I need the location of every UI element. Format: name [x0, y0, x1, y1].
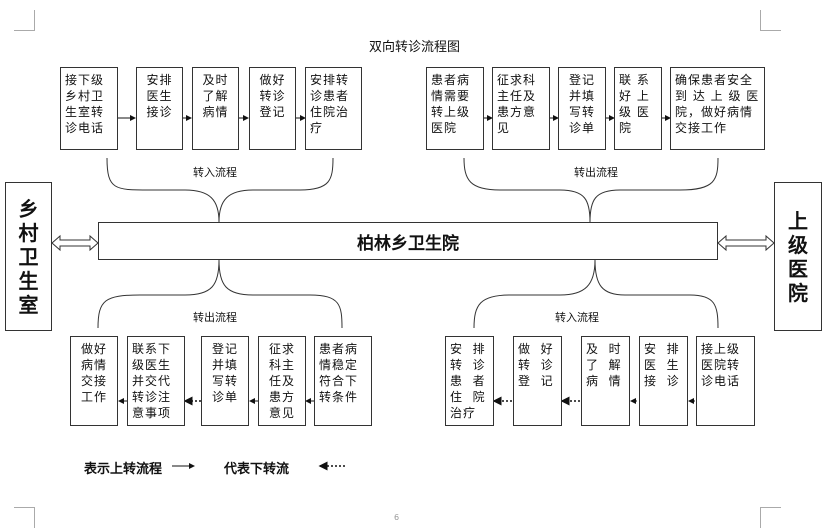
step-box: 征求科 主任及 患方意 见: [492, 67, 550, 150]
double-arrow-right: [717, 234, 775, 252]
village-clinic-box: 乡村卫生室: [5, 182, 52, 331]
flow-label-bottom-left: 转出流程: [193, 311, 237, 324]
page-corner-bottom-left: [14, 507, 35, 528]
legend-downward-label: 代表下转流: [224, 462, 290, 477]
flow-label-bottom-right: 转入流程: [555, 311, 599, 324]
flow-label-top-right: 转出流程: [574, 166, 618, 179]
step-box: 安 排 医 生 接 诊: [639, 336, 688, 426]
step-box: 确保患者安全 到 达 上 级 医 院，做好病情 交接工作: [670, 67, 765, 150]
step-box: 接下级 乡村卫 生室转 诊电话: [60, 67, 118, 150]
step-box: 患者病 情稳定 符合下 转条件: [314, 336, 372, 426]
center-hospital-box: 柏林乡卫生院: [98, 222, 718, 260]
step-box: 安排转 诊患者 住院治 疗: [305, 67, 362, 150]
brace-top-left: [106, 157, 334, 223]
step-box: 联 系 好 上 级 医 院: [614, 67, 662, 150]
step-box: 登记 并填 写转 诊单: [558, 67, 606, 150]
step-box: 安排 医生 接诊: [136, 67, 183, 150]
brace-top-right: [463, 157, 719, 223]
step-box: 接上级 医院转 诊电话: [696, 336, 755, 426]
center-hospital-label: 柏林乡卫生院: [357, 233, 459, 254]
step-box: 做好 病情 交接 工作: [70, 336, 118, 426]
brace-bottom-left: [97, 259, 343, 329]
page-corner-top-right: [760, 10, 781, 31]
legend-upward-label: 表示上转流程: [84, 462, 163, 477]
step-box: 登记 并填 写转 诊单: [201, 336, 249, 426]
higher-hospital-box: 上级医院: [774, 182, 822, 331]
step-box: 及时 了解 病情: [192, 67, 239, 150]
step-box: 患者病 情需要 转上级 医院: [426, 67, 484, 150]
flow-label-top-left: 转入流程: [193, 166, 237, 179]
step-box: 征求 科主 任及 患方 意见: [258, 336, 306, 426]
diagram-title: 双向转诊流程图: [368, 40, 460, 55]
page-corner-top-left: [14, 10, 35, 31]
step-box: 联系下 级医生 并交代 转诊注 意事项: [127, 336, 185, 426]
double-arrow-left: [51, 234, 99, 252]
brace-bottom-right: [473, 259, 719, 329]
higher-hospital-label: 上级医院: [788, 208, 808, 305]
page-corner-bottom-right: [760, 507, 781, 528]
step-box: 做 好 转 诊 登 记: [513, 336, 562, 426]
step-box: 安 排 转 诊 患 者 住 院 治疗: [445, 336, 494, 426]
village-clinic-label: 乡村卫生室: [18, 196, 39, 317]
step-box: 做好 转诊 登记: [249, 67, 296, 150]
step-box: 及 时 了 解 病 情: [581, 336, 630, 426]
page-number: 6: [394, 513, 400, 522]
